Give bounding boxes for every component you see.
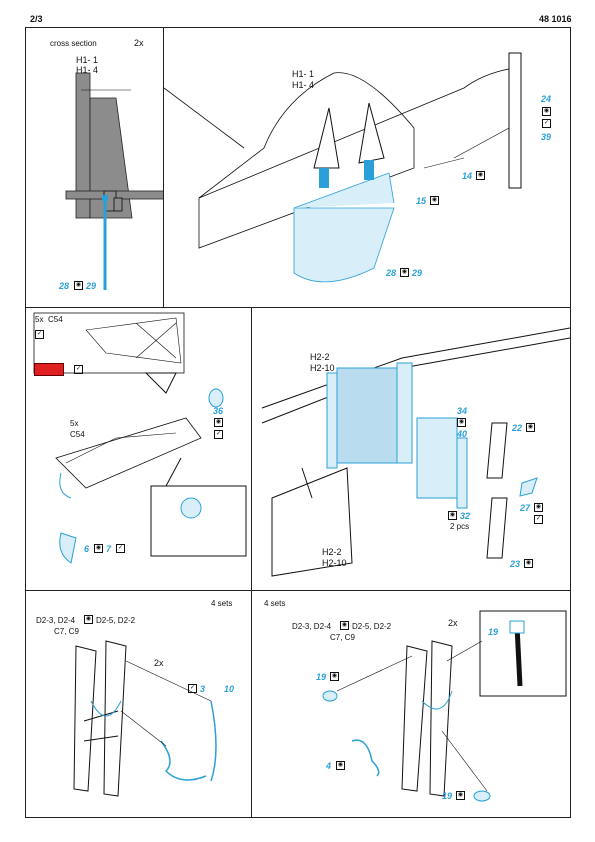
part-number-24: 24 — [541, 94, 552, 104]
bend-icon: ◉ — [330, 672, 339, 681]
page-number: 2/3 — [30, 14, 43, 24]
part-number-19: 19 — [316, 672, 327, 682]
bend-icon: ◉ — [430, 196, 439, 205]
part-number-28: 28 — [59, 281, 70, 291]
fold-icon: ✓ — [74, 365, 83, 374]
part-codes-line2: D2-5, D2-2 — [96, 616, 136, 625]
quantity-mid: 5x — [70, 419, 79, 428]
bend-icon: ◉ — [94, 544, 103, 553]
part-code-h1-1: H1- 1 — [76, 55, 99, 65]
bend-icon: ◉ — [214, 418, 223, 427]
wheel-well-drawing — [261, 327, 570, 577]
part-number-29: 29 — [86, 281, 97, 291]
part-code-h1-4: H1- 4 — [76, 65, 99, 75]
part-number-19-detail: 19 — [488, 627, 499, 637]
part-codes-line1: D2-3, D2-4 — [36, 616, 76, 625]
part-number-34: 34 — [457, 406, 468, 416]
part-number-14: 14 — [462, 171, 473, 181]
gear-leg-drawing — [73, 640, 217, 797]
flap-assembly-drawing — [164, 52, 522, 283]
part-number-7: 7 — [106, 544, 112, 554]
fold-icon: ✓ — [116, 544, 125, 553]
part-number-36: 36 — [213, 406, 224, 416]
part-code-h2-2-detail: H2-2 — [322, 547, 342, 557]
bend-icon: ◉ — [456, 791, 465, 800]
panel-wheel-well: H2-2 H2-10 34 ◉ 40 22 ◉ 27 ◉ ✓ ◉ 32 2 pc… — [251, 307, 571, 592]
panel-gear-legs-right: 4 sets D2-3, D2-4 ◉ D2-5, D2-2 C7, C9 2x… — [251, 590, 571, 818]
part-code-c54-mid: C54 — [70, 430, 85, 439]
part-number-19-bottom: 19 — [442, 791, 453, 801]
part-number-27: 27 — [520, 503, 531, 513]
part-number-22: 22 — [512, 423, 523, 433]
cross-section-drawing — [65, 72, 164, 290]
part-number-39: 39 — [541, 132, 552, 142]
bend-icon: ◉ — [476, 171, 485, 180]
part-code-h2-2: H2-2 — [310, 352, 330, 362]
fold-icon: ✓ — [188, 684, 197, 693]
part-code-h2-10: H2-10 — [310, 363, 335, 373]
fold-icon: ✓ — [534, 515, 543, 524]
bend-icon: ◉ — [534, 503, 543, 512]
part-code-h2-10-detail: H2-10 — [322, 558, 347, 568]
quantity-label: 2x — [448, 618, 458, 628]
kit-code: 48 1016 — [539, 14, 572, 24]
bend-icon: ◉ — [340, 621, 349, 630]
part-number-29: 29 — [412, 268, 423, 278]
bend-icon: ◉ — [542, 107, 551, 116]
pieces-label: 2 pcs — [450, 522, 470, 531]
part-codes-line3: C7, C9 — [54, 627, 79, 636]
part-codes-line1: D2-3, D2-4 — [292, 622, 332, 631]
bend-icon: ◉ — [84, 615, 93, 624]
panel-gear-bracket: 5x C54 ✓ ✓ 5x C54 36 ◉ ✓ 6 ◉ 7 ✓ — [25, 307, 253, 592]
part-number-32: 32 — [460, 511, 471, 521]
part-number-3: 3 — [200, 684, 206, 694]
part-number-6: 6 — [84, 544, 90, 554]
part-number-4: 4 — [326, 761, 332, 771]
part-number-10: 10 — [224, 684, 235, 694]
fold-icon: ✓ — [35, 330, 44, 339]
fold-icon: ✓ — [542, 119, 551, 128]
part-number-15: 15 — [416, 196, 427, 206]
quantity-label: 2x — [134, 38, 144, 48]
gear-leg-assembly-drawing — [322, 610, 567, 802]
part-number-23: 23 — [510, 559, 521, 569]
part-code-c54-top: C54 — [48, 315, 63, 324]
part-number-40: 40 — [457, 429, 468, 439]
sets-label: 4 sets — [211, 599, 233, 608]
bend-icon: ◉ — [336, 761, 345, 770]
panel-gear-legs-left: 4 sets D2-3, D2-4 ◉ D2-5, D2-2 C7, C9 2x… — [25, 590, 253, 818]
bend-icon: ◉ — [400, 268, 409, 277]
quantity-top: 5x — [35, 315, 44, 324]
fold-icon: ✓ — [214, 430, 223, 439]
panel-wing-flap: H1- 1 H1- 4 24 ◉ ✓ 39 14 ◉ 15 ◉ 28 ◉ 29 — [163, 27, 571, 309]
bend-icon: ◉ — [526, 423, 535, 432]
part-code-h1-1: H1- 1 — [292, 69, 315, 79]
bend-icon: ◉ — [457, 418, 466, 427]
bend-icon: ◉ — [74, 281, 83, 290]
cross-section-label: cross section — [50, 39, 97, 48]
bend-icon: ◉ — [448, 511, 457, 520]
part-number-28: 28 — [386, 268, 397, 278]
bend-icon: ◉ — [524, 559, 533, 568]
red-paint-swatch — [34, 363, 64, 376]
panel-cross-section: cross section 2x H1- 1 H1- 4 28 ◉ 29 — [25, 27, 165, 309]
bracket-drawing — [33, 312, 247, 564]
sets-label: 4 sets — [264, 599, 286, 608]
quantity-label: 2x — [154, 658, 164, 668]
part-codes-line3: C7, C9 — [330, 633, 355, 642]
part-codes-line2: D2-5, D2-2 — [352, 622, 392, 631]
part-code-h1-4: H1- 4 — [292, 80, 315, 90]
